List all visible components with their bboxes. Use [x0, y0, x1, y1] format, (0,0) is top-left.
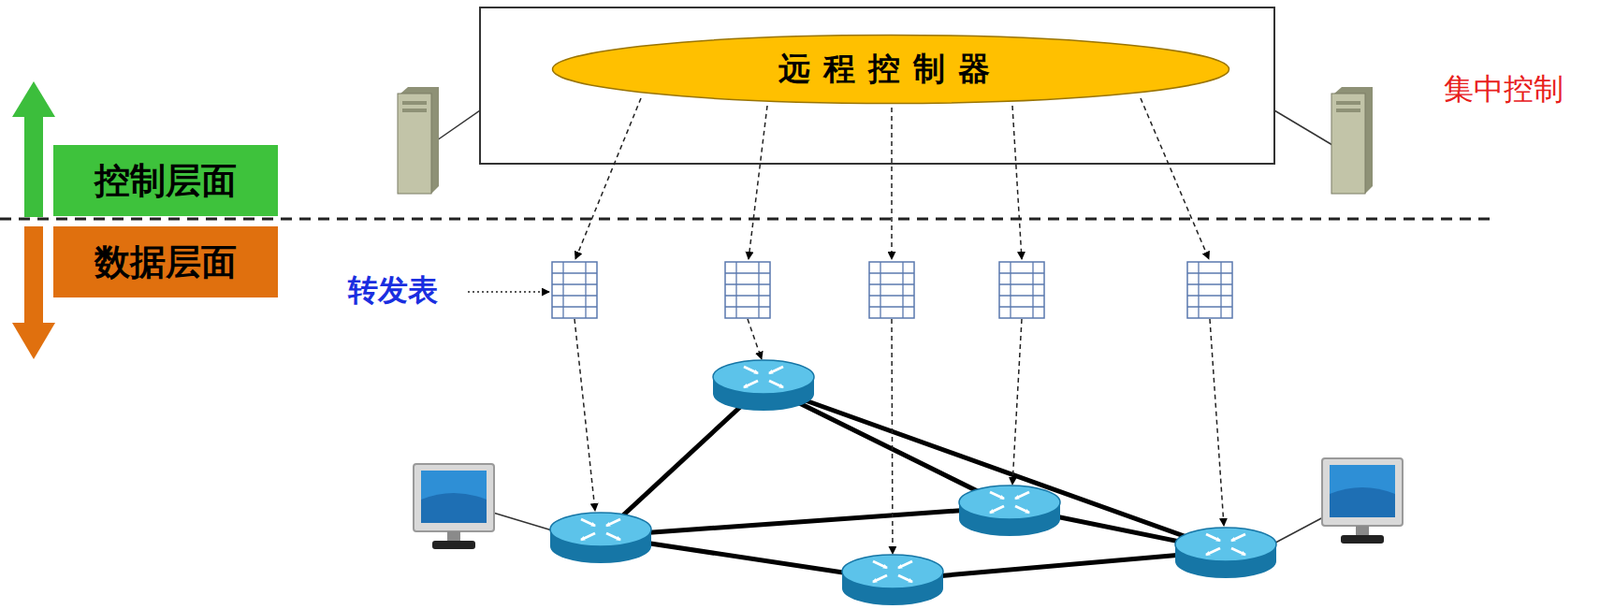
control-arrows: [575, 98, 1209, 260]
control-arrow: [12, 81, 56, 218]
host-icon: [1322, 458, 1403, 544]
node-text: 远程控制器: [778, 47, 1004, 91]
router-icon: [959, 485, 1061, 537]
plane-divider: [0, 218, 1498, 221]
router-icon: [550, 512, 652, 564]
server-link: [1274, 110, 1333, 146]
host-icon: [413, 464, 495, 550]
server-link: [436, 110, 480, 141]
server-icon: [1331, 87, 1373, 194]
forwarding-table: [1187, 261, 1233, 319]
node-text: 控制层面: [94, 157, 237, 205]
data-arrow: [12, 226, 56, 360]
forwarding-table: [552, 261, 597, 319]
controller-housing: [480, 7, 1275, 164]
network-links: [600, 385, 1226, 581]
forwarding-table: [725, 261, 771, 319]
router-icon: [842, 554, 944, 606]
router-icon: [1175, 527, 1277, 579]
forwarding-table: [869, 261, 915, 319]
node-text: 数据层面: [94, 238, 237, 287]
table-label: 转发表: [348, 270, 438, 312]
controller-ellipse: 远程控制器: [551, 33, 1231, 105]
server-icon: [397, 87, 439, 194]
forwarding-table: [999, 261, 1045, 319]
ellipse-shape: [552, 35, 1230, 104]
install-arrows: [574, 319, 1224, 554]
plane-label-box: 数据层面: [53, 226, 278, 298]
plane-label-box: 控制层面: [53, 145, 278, 217]
note-label: 集中控制: [1443, 69, 1564, 111]
router-icon: [712, 360, 815, 411]
leader-line: [467, 290, 550, 293]
